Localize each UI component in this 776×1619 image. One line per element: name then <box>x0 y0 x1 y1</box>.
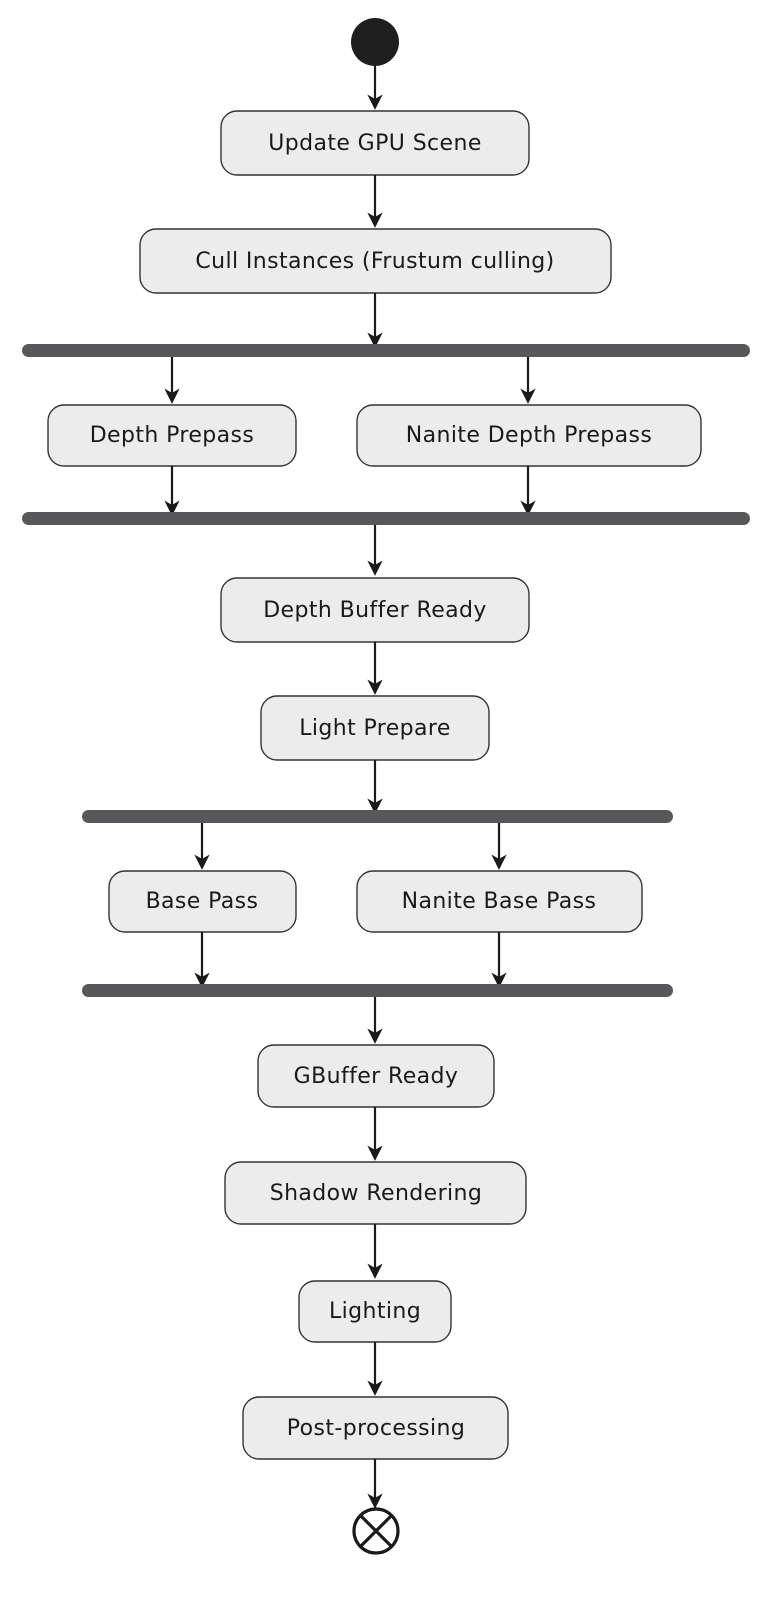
end-cross-icon <box>359 1514 393 1548</box>
node-label: Cull Instances (Frustum culling) <box>195 249 554 274</box>
node-label: Base Pass <box>146 889 259 914</box>
node-post-processing[interactable]: Post-processing <box>242 1396 509 1460</box>
join-bar-1 <box>22 512 750 525</box>
node-label: GBuffer Ready <box>294 1064 459 1089</box>
fork-bar-1 <box>22 344 750 357</box>
node-shadow-rendering[interactable]: Shadow Rendering <box>224 1161 527 1225</box>
end-node[interactable] <box>352 1507 400 1555</box>
node-label: Nanite Depth Prepass <box>406 423 653 448</box>
join-bar-2 <box>82 984 673 997</box>
node-label: Update GPU Scene <box>268 131 482 156</box>
node-depth-prepass[interactable]: Depth Prepass <box>47 404 297 467</box>
node-update-gpu-scene[interactable]: Update GPU Scene <box>220 110 530 176</box>
node-label: Depth Prepass <box>90 423 255 448</box>
node-label: Depth Buffer Ready <box>263 598 487 623</box>
node-label: Post-processing <box>287 1416 466 1441</box>
node-depth-buffer-ready[interactable]: Depth Buffer Ready <box>220 577 530 643</box>
node-gbuffer-ready[interactable]: GBuffer Ready <box>257 1044 495 1108</box>
node-label: Light Prepare <box>299 716 451 741</box>
node-label: Nanite Base Pass <box>402 889 597 914</box>
node-label: Shadow Rendering <box>270 1181 483 1206</box>
node-base-pass[interactable]: Base Pass <box>108 870 297 933</box>
node-cull-instances[interactable]: Cull Instances (Frustum culling) <box>139 228 612 294</box>
node-lighting[interactable]: Lighting <box>298 1280 452 1343</box>
fork-bar-2 <box>82 810 673 823</box>
start-circle-icon <box>351 18 399 66</box>
start-node[interactable] <box>351 18 399 66</box>
node-label: Lighting <box>329 1299 421 1324</box>
node-light-prepare[interactable]: Light Prepare <box>260 695 490 761</box>
node-nanite-base-pass[interactable]: Nanite Base Pass <box>356 870 643 933</box>
node-nanite-depth-prepass[interactable]: Nanite Depth Prepass <box>356 404 702 467</box>
